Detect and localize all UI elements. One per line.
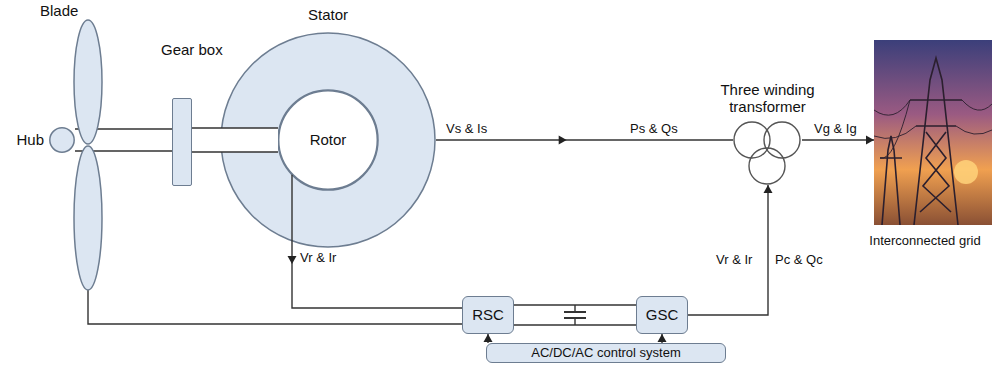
power-connector [484, 334, 493, 343]
turbine-blade [74, 146, 102, 290]
arrow-head [764, 185, 773, 193]
signal-label: Ps & Qs [630, 121, 678, 137]
connector-line [192, 128, 278, 152]
node-label: RSC [472, 306, 504, 324]
node-label: AC/DC/AC control system [531, 345, 681, 361]
grid-photo [874, 40, 992, 225]
sun-glow [954, 160, 978, 184]
rotor-outline [279, 91, 378, 190]
stator-ring: StatorRotor [220, 32, 436, 248]
winding-circle [764, 122, 800, 158]
arrow-head [288, 256, 297, 264]
node-label: GSC [646, 306, 679, 324]
power-connector [802, 136, 874, 145]
connector-line [802, 139, 874, 140]
hub-shape [49, 127, 75, 153]
converter-box: GSC [636, 296, 688, 334]
capacitor-lead [574, 305, 575, 325]
grid-image: Interconnected grid [874, 40, 992, 225]
drive-shaft [192, 128, 278, 152]
power-connector [688, 185, 773, 315]
connector-line [688, 185, 768, 315]
shaft-body [192, 128, 278, 152]
transformer-symbol: Three winding transformer [733, 121, 802, 185]
sky [874, 40, 992, 225]
power-connector [436, 136, 733, 145]
part-label: Blade [40, 2, 78, 20]
dc-link-capacitor [514, 305, 636, 325]
node-label: Interconnected grid [860, 233, 990, 249]
connector-line [292, 175, 462, 308]
node-label: Three winding transformer [708, 81, 827, 115]
signal-label: Vr & Ir [300, 250, 336, 266]
signal-label: Vg & Ig [814, 121, 857, 137]
pitch-control-wire [88, 290, 462, 324]
node-label: Stator [220, 6, 436, 24]
arrow-head [866, 136, 874, 145]
node-label: Hub [16, 131, 44, 149]
hub-circle: Hub [49, 127, 75, 153]
power-connector [658, 334, 667, 343]
gear-box: Gear box [172, 98, 192, 186]
capacitor-plate [564, 312, 586, 318]
arrow-head [559, 136, 567, 145]
power-line [874, 100, 992, 158]
transformer-shape [733, 121, 802, 185]
signal-label: Pc & Qc [775, 252, 823, 268]
power-connector [288, 175, 463, 308]
winding-circle [749, 148, 785, 184]
rotor-circle: Rotor [278, 90, 378, 190]
node-label: Rotor [310, 131, 347, 149]
pylon [880, 58, 962, 225]
hub-outline [50, 128, 74, 152]
node-label: Gear box [161, 41, 223, 59]
signal-label: Vr & Ir [716, 252, 752, 268]
stator-outline [221, 33, 435, 247]
arrow-head [484, 334, 493, 342]
signal-label: Vs & Is [446, 121, 487, 137]
connector-line [436, 139, 733, 140]
winding-circle [734, 122, 770, 158]
arrow-head [658, 334, 667, 342]
converter-box: RSC [462, 296, 514, 334]
control-box: AC/DC/AC control system [486, 343, 726, 363]
turbine-blade [74, 20, 102, 144]
